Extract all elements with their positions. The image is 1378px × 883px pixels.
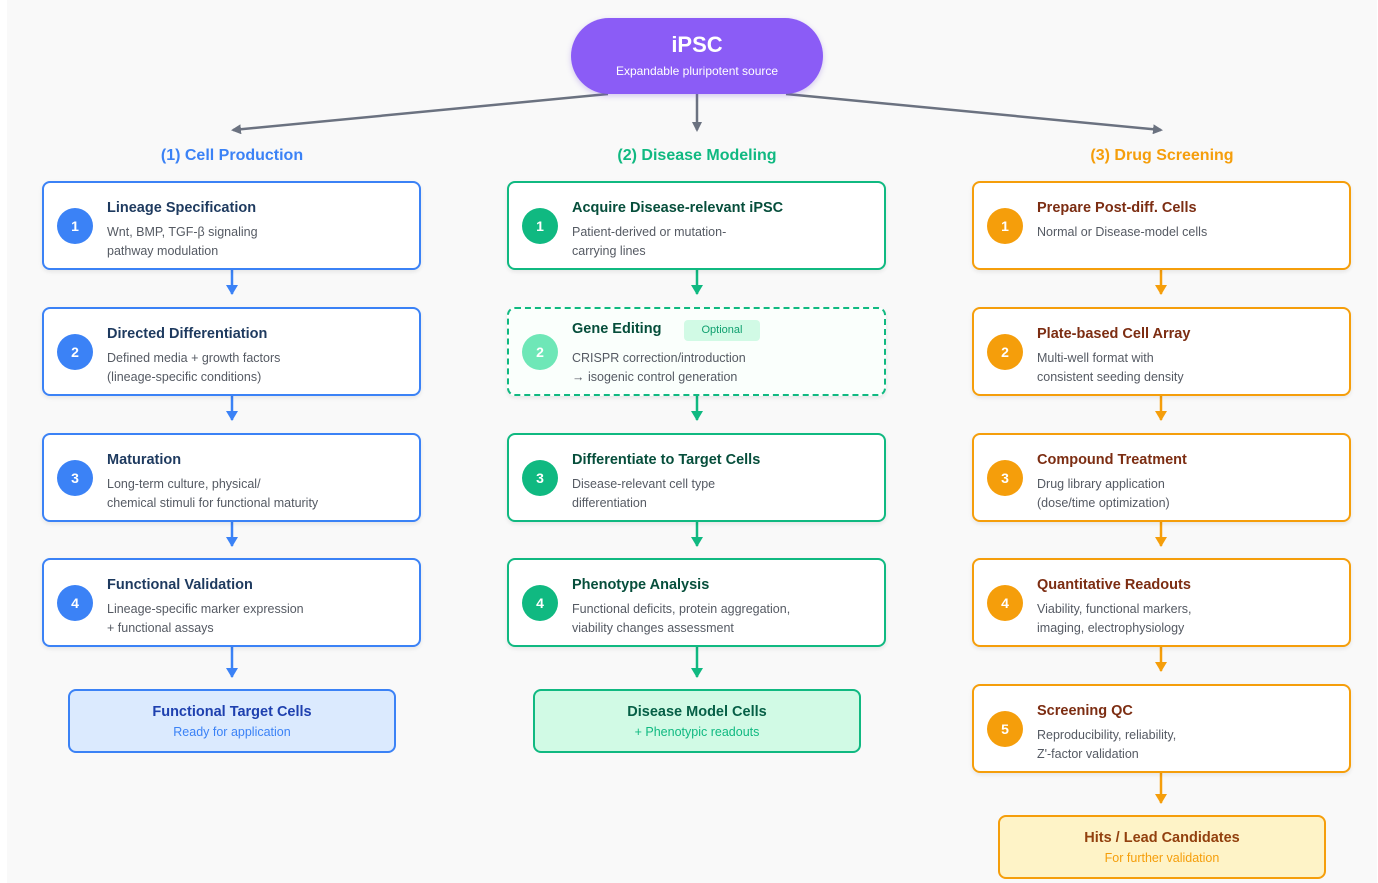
root-title: iPSC	[671, 32, 723, 57]
step-title: Phenotype Analysis	[572, 577, 710, 593]
step-number-badge: 4	[522, 585, 558, 621]
root-subtitle: Expandable pluripotent source	[615, 64, 779, 78]
step-description: CRISPR correction/introduction→ isogenic…	[572, 351, 746, 384]
step-number-badge: 3	[57, 460, 93, 496]
outcome-subtitle: For further validation	[1104, 851, 1220, 865]
optional-badge: Optional	[684, 320, 760, 341]
screening-step-2: 2 Plate-based Cell Array Multi-well form…	[972, 307, 1351, 396]
column-title-drug-screening: (3) Drug Screening	[1090, 147, 1234, 164]
step-title: Acquire Disease-relevant iPSC	[572, 200, 784, 216]
production-step-2: 2 Directed Differentiation Defined media…	[42, 307, 421, 396]
step-title: Differentiate to Target Cells	[572, 452, 761, 468]
screening-step-4: 4 Quantitative Readouts Viability, funct…	[972, 558, 1351, 647]
step-title: Lineage Specification	[107, 200, 257, 216]
modeling-step-4: 4 Phenotype Analysis Functional deficits…	[507, 558, 886, 647]
root-to-production-arrow	[231, 92, 609, 135]
root-to-screening-arrow	[785, 92, 1163, 135]
step-number-badge: 2	[57, 334, 93, 370]
step-number-badge: 5	[987, 711, 1023, 747]
step-title: Maturation	[107, 452, 182, 468]
column-title-disease-modeling: (2) Disease Modeling	[617, 147, 777, 164]
column-title-cell-production: (1) Cell Production	[160, 147, 304, 164]
step-title: Compound Treatment	[1037, 452, 1187, 468]
production-step-3: 3 Maturation Long-term culture, physical…	[42, 433, 421, 522]
step-number-badge: 3	[987, 460, 1023, 496]
step-title: Gene Editing	[572, 321, 662, 337]
modeling-step-3: 3 Differentiate to Target Cells Disease-…	[507, 433, 886, 522]
production-step-4: 4 Functional Validation Lineage-specific…	[42, 558, 421, 647]
step-description: Functional deficits, protein aggregation…	[572, 602, 791, 635]
step-title: Quantitative Readouts	[1037, 577, 1191, 593]
step-number-badge: 1	[522, 208, 558, 244]
outcome-disease-model-cells: Disease Model Cells + Phenotypic readout…	[533, 689, 861, 753]
step-number-badge: 4	[987, 585, 1023, 621]
step-description: Long-term culture, physical/chemical sti…	[107, 477, 319, 510]
step-number-badge: 3	[522, 460, 558, 496]
step-description: Drug library application(dose/time optim…	[1037, 477, 1170, 510]
step-title: Prepare Post-diff. Cells	[1037, 200, 1197, 216]
outcome-functional-target-cells: Functional Target Cells Ready for applic…	[68, 689, 396, 753]
outcome-subtitle: + Phenotypic readouts	[634, 725, 760, 739]
outcome-title: Disease Model Cells	[627, 704, 767, 720]
modeling-step-1: 1 Acquire Disease-relevant iPSC Patient-…	[507, 181, 886, 270]
step-number-badge: 4	[57, 585, 93, 621]
step-number-badge: 1	[987, 208, 1023, 244]
step-number-badge: 2	[987, 334, 1023, 370]
step-title: Plate-based Cell Array	[1037, 326, 1191, 342]
outcome-title: Hits / Lead Candidates	[1084, 830, 1240, 846]
modeling-step-2-optional: 2 Gene Editing Optional CRISPR correctio…	[507, 307, 886, 396]
step-description: Defined media + growth factors(lineage-s…	[107, 351, 281, 384]
production-step-1: 1 Lineage Specification Wnt, BMP, TGF-β …	[42, 181, 421, 270]
screening-step-3: 3 Compound Treatment Drug library applic…	[972, 433, 1351, 522]
step-title: Directed Differentiation	[107, 326, 268, 342]
root-node-ipsc: iPSC Expandable pluripotent source	[571, 18, 823, 94]
step-description: Reproducibility, reliability,Z'-factor v…	[1037, 728, 1177, 761]
step-number-badge: 1	[57, 208, 93, 244]
step-description: Lineage-specific marker expression+ func…	[107, 602, 304, 635]
step-title: Functional Validation	[107, 577, 253, 593]
step-number-badge: 2	[522, 334, 558, 370]
step-description: Patient-derived or mutation-carrying lin…	[572, 225, 727, 258]
screening-step-5: 5 Screening QC Reproducibility, reliabil…	[972, 684, 1351, 773]
step-description: Normal or Disease-model cells	[1037, 225, 1208, 239]
step-title: Screening QC	[1037, 703, 1133, 719]
outcome-title: Functional Target Cells	[152, 704, 312, 720]
screening-step-1: 1 Prepare Post-diff. Cells Normal or Dis…	[972, 181, 1351, 270]
outcome-subtitle: Ready for application	[173, 725, 291, 739]
outcome-hits-lead-candidates: Hits / Lead Candidates For further valid…	[998, 815, 1326, 879]
step-description: Viability, functional markers,imaging, e…	[1037, 602, 1192, 635]
